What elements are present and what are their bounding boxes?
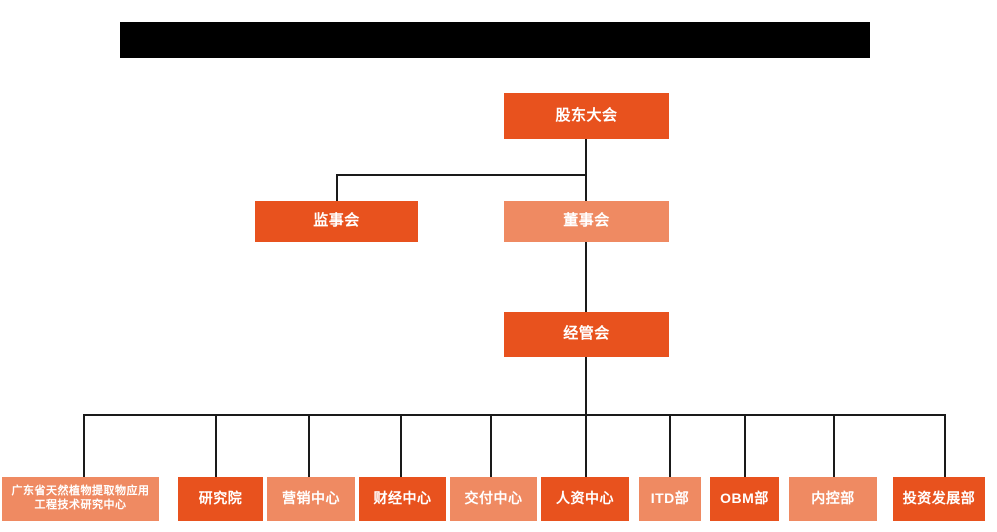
node-finance-center[interactable]: 财经中心 — [359, 477, 446, 521]
connector-drop-finance-center — [400, 414, 402, 477]
node-internal-control-department[interactable]: 内控部 — [789, 477, 877, 521]
connector-drop-marketing-center — [308, 414, 310, 477]
connector-drop-hr-center — [585, 414, 587, 477]
node-marketing-center[interactable]: 营销中心 — [267, 477, 355, 521]
connector-drop-investment-development-department — [944, 414, 946, 477]
connector-drop-itd-department — [669, 414, 671, 477]
node-obm-department[interactable]: OBM部 — [710, 477, 779, 521]
node-delivery-center[interactable]: 交付中心 — [450, 477, 537, 521]
connector-drop-delivery-center — [490, 414, 492, 477]
connector-level2-bus — [336, 174, 586, 176]
node-research-institute[interactable]: 研究院 — [178, 477, 263, 521]
connector-to-supervisors — [336, 174, 338, 201]
connector-management-to-bus — [585, 357, 587, 415]
node-board-of-directors[interactable]: 董事会 — [504, 201, 669, 242]
node-board-of-supervisors[interactable]: 监事会 — [255, 201, 418, 242]
connector-shareholders-down — [585, 139, 587, 175]
node-hr-center[interactable]: 人资中心 — [541, 477, 629, 521]
connector-drop-internal-control-department — [833, 414, 835, 477]
redacted-title-bar — [120, 22, 870, 58]
connector-leaf-bus — [83, 414, 945, 416]
node-shareholders-meeting[interactable]: 股东大会 — [504, 93, 669, 139]
node-investment-development-department[interactable]: 投资发展部 — [893, 477, 985, 521]
connector-drop-guangdong-research-center — [83, 414, 85, 477]
node-itd-department[interactable]: ITD部 — [639, 477, 701, 521]
connector-drop-research-institute — [215, 414, 217, 477]
connector-directors-to-management — [585, 242, 587, 312]
node-guangdong-research-center[interactable]: 广东省天然植物提取物应用工程技术研究中心 — [2, 477, 159, 521]
connector-to-directors — [585, 174, 587, 201]
connector-drop-obm-department — [744, 414, 746, 477]
node-management-committee[interactable]: 经管会 — [504, 312, 669, 357]
